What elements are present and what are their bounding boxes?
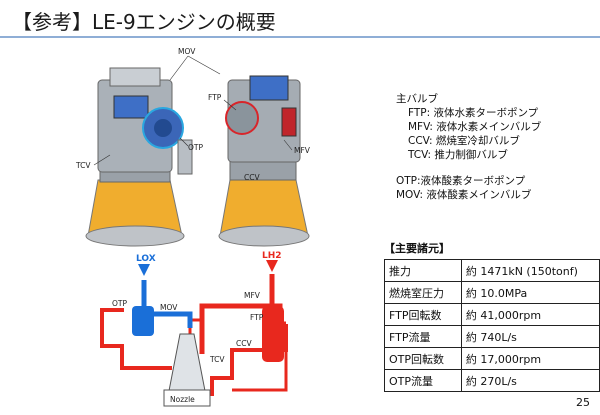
label-mfv: MFV bbox=[294, 146, 311, 155]
table-row: 燃焼室圧力約 10.0MPa bbox=[384, 281, 600, 304]
title-divider bbox=[0, 36, 600, 38]
label-ftp: FTP bbox=[208, 93, 222, 102]
spec-value: 約 17,000rpm bbox=[460, 347, 600, 370]
spec-key: 推力 bbox=[384, 259, 462, 282]
schem-label-mfv: MFV bbox=[244, 291, 261, 300]
label-ccv: CCV bbox=[244, 173, 260, 182]
engine-render-left bbox=[85, 67, 193, 247]
otp-turbopump-symbol bbox=[132, 306, 154, 336]
engine-render-right bbox=[218, 75, 310, 247]
ftp-turbopump-symbol bbox=[262, 306, 284, 362]
table-row: FTP回転数約 41,000rpm bbox=[384, 303, 600, 326]
valve-item: CCV: 燃焼室冷却バルブ bbox=[408, 135, 520, 147]
spec-key: OTP回転数 bbox=[384, 347, 462, 370]
page-title: 【参考】LE-9エンジンの概要 bbox=[12, 10, 276, 34]
table-row: 推力約 1471kN (150tonf) bbox=[384, 259, 600, 282]
valve-item: TCV: 推力制御バルブ bbox=[408, 149, 508, 161]
specs-heading: 【主要諸元】 bbox=[384, 242, 450, 255]
page-number: 25 bbox=[576, 396, 590, 409]
engine-illustration: MOV OTP TCV FTP CCV MFV bbox=[75, 47, 311, 247]
label-lox: LOX bbox=[136, 254, 156, 264]
lox-lines bbox=[100, 280, 193, 370]
table-row: OTP回転数約 17,000rpm bbox=[384, 347, 600, 370]
spec-value: 約 740L/s bbox=[460, 325, 600, 348]
valve-list-heading: 主バルブ bbox=[396, 93, 438, 105]
spec-value: 約 1471kN (150tonf) bbox=[460, 259, 600, 282]
spec-key: OTP流量 bbox=[384, 369, 462, 392]
lh2-inlet-arrow bbox=[266, 260, 278, 272]
valve-item: OTP:液体酸素ターボポンプ bbox=[396, 175, 526, 187]
spec-key: FTP流量 bbox=[384, 325, 462, 348]
label-lh2: LH2 bbox=[262, 251, 282, 261]
spec-key: 燃焼室圧力 bbox=[384, 281, 462, 304]
label-otp: OTP bbox=[188, 143, 203, 152]
flow-schematic: LOX LH2 OTP MOV MFV FTP CCV TCV Nozzle bbox=[100, 251, 288, 407]
schem-label-ftp: FTP bbox=[250, 313, 264, 322]
valve-item: MFV: 液体水素メインバルブ bbox=[408, 121, 542, 133]
spec-key: FTP回転数 bbox=[384, 303, 462, 326]
schem-label-nozzle: Nozzle bbox=[170, 395, 195, 404]
schem-label-ccv: CCV bbox=[236, 339, 252, 348]
schem-label-mov: MOV bbox=[160, 303, 178, 312]
table-row: FTP流量約 740L/s bbox=[384, 325, 600, 348]
schem-label-otp: OTP bbox=[112, 299, 127, 308]
valve-item: FTP: 液体水素ターボポンプ bbox=[408, 107, 539, 119]
label-tcv: TCV bbox=[75, 161, 91, 170]
spec-value: 約 270L/s bbox=[460, 369, 600, 392]
nozzle-box bbox=[163, 389, 211, 407]
label-mov: MOV bbox=[178, 47, 196, 56]
spec-value: 約 41,000rpm bbox=[460, 303, 600, 326]
lox-inlet-arrow bbox=[138, 264, 150, 276]
spec-value: 約 10.0MPa bbox=[460, 281, 600, 304]
table-row: OTP流量約 270L/s bbox=[384, 369, 600, 392]
specs-table: 推力約 1471kN (150tonf) 燃焼室圧力約 10.0MPa FTP回… bbox=[384, 259, 600, 392]
schem-label-tcv: TCV bbox=[209, 355, 225, 364]
valve-list: 主バルブ FTP: 液体水素ターボポンプ MFV: 液体水素メインバルブ CCV… bbox=[396, 92, 541, 202]
valve-item: MOV: 液体酸素メインバルブ bbox=[396, 189, 532, 201]
